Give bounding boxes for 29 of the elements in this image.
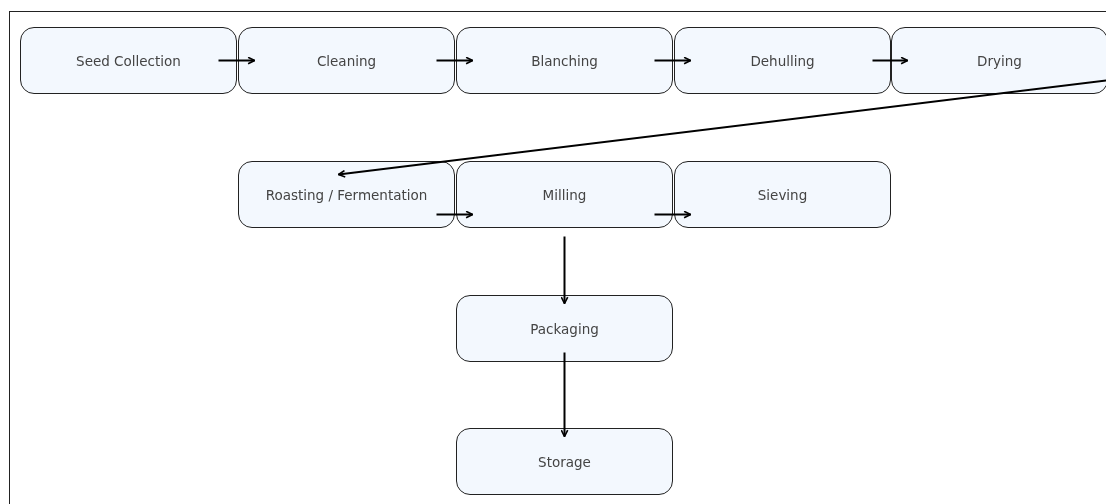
step-label: Storage — [538, 453, 591, 470]
step-label: Seed Collection — [76, 52, 181, 69]
step-label: Cleaning — [316, 52, 377, 69]
process-box — [674, 27, 891, 94]
arrow — [653, 56, 692, 65]
arrow — [653, 210, 692, 219]
step-label: Sieving — [757, 186, 808, 203]
step-label: Packaging — [530, 320, 599, 337]
step-label: Blanching — [531, 52, 598, 69]
arrow — [217, 56, 256, 65]
arrow — [435, 210, 474, 219]
process-box — [456, 27, 673, 94]
step-label: Milling — [542, 186, 587, 203]
process-box — [238, 161, 455, 228]
arrow — [560, 351, 569, 438]
process-box — [456, 161, 673, 228]
process-box — [456, 428, 673, 495]
process-box — [238, 27, 455, 94]
process-box — [456, 295, 673, 362]
step-label: Dehulling — [750, 52, 815, 69]
process-box — [674, 161, 891, 228]
process-box — [891, 27, 1106, 94]
step-label: Roasting / Fermentation — [265, 186, 428, 203]
arrow — [435, 56, 474, 65]
arrow — [337, 79, 1106, 178]
step-label: Drying — [977, 52, 1022, 69]
arrow — [560, 235, 569, 305]
process-box — [20, 27, 237, 94]
arrow — [871, 56, 909, 65]
